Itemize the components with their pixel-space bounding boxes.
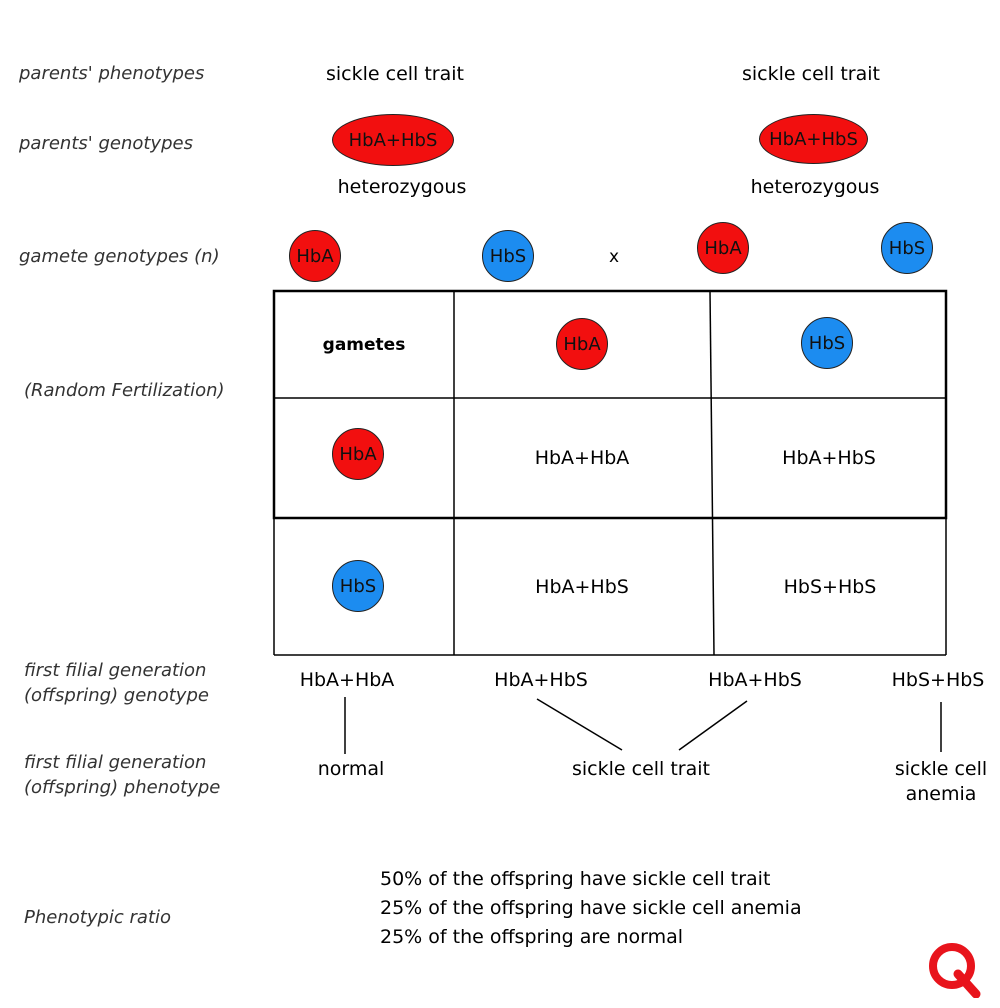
- connector-trait-right: [678, 700, 748, 751]
- label-f1-genotype-line2: (offspring) genotype: [24, 685, 209, 706]
- punnett-outer-frame: [272, 289, 948, 520]
- phenotype-normal: normal: [317, 758, 385, 780]
- punnett-cell-as-top: HbA+HbS: [782, 447, 876, 469]
- punnett-cell-as-bottom: HbA+HbS: [535, 575, 629, 598]
- label-random-fertilization: (Random Fertilization): [24, 380, 225, 401]
- offspring-genotype-1: HbA+HbA: [299, 669, 395, 691]
- phenotype-anemia-line1: sickle cell: [894, 758, 988, 780]
- label-f1-genotype-line1: first filial generation: [24, 660, 207, 681]
- offspring-genotype-4: HbS+HbS: [891, 669, 985, 691]
- label-parents-phenotypes: parents' phenotypes: [19, 63, 205, 84]
- q-logo-icon: [929, 943, 981, 998]
- phenotype-trait: sickle cell trait: [571, 758, 711, 780]
- gamete-p2-a: HbA: [697, 222, 749, 274]
- label-gamete-genotypes: gamete genotypes (n): [19, 246, 220, 267]
- gamete-p2-s: HbS: [881, 222, 933, 274]
- punnett-cell-aa: HbA+HbA: [534, 447, 630, 469]
- punnett-col-header-s: HbS: [801, 317, 853, 369]
- parent2-phenotype: sickle cell trait: [741, 63, 881, 85]
- ratio-line-3: 25% of the offspring are normal: [380, 926, 684, 948]
- offspring-genotype-3: HbA+HbS: [708, 669, 802, 691]
- parent1-genotype-oval: HbA+HbS: [332, 114, 454, 166]
- gamete-p1-a: HbA: [289, 230, 341, 282]
- label-parents-genotypes: parents' genotypes: [19, 133, 193, 154]
- label-f1-phenotype-line2: (offspring) phenotype: [24, 777, 221, 798]
- punnett-row-header-a: HbA: [332, 428, 384, 480]
- phenotype-anemia-line2: anemia: [905, 783, 977, 805]
- ratio-line-2: 25% of the offspring have sickle cell an…: [380, 897, 802, 919]
- parent2-zygosity: heterozygous: [750, 176, 880, 198]
- punnett-cell-ss: HbS+HbS: [783, 575, 877, 598]
- label-f1-phenotype-line1: first filial generation: [24, 752, 207, 773]
- parent1-zygosity: heterozygous: [337, 176, 467, 198]
- parent1-phenotype: sickle cell trait: [325, 63, 465, 85]
- punnett-col-header-a: HbA: [556, 318, 608, 370]
- connector-trait-left: [536, 698, 623, 751]
- gamete-p1-s: HbS: [482, 230, 534, 282]
- parent2-genotype-oval: HbA+HbS: [759, 114, 868, 164]
- ratio-line-1: 50% of the offspring have sickle cell tr…: [380, 868, 771, 890]
- label-phenotypic-ratio: Phenotypic ratio: [24, 907, 172, 928]
- cross-symbol: x: [608, 247, 620, 267]
- punnett-corner: gametes: [322, 334, 406, 355]
- offspring-genotype-2: HbA+HbS: [494, 669, 588, 691]
- punnett-row-header-s: HbS: [332, 560, 384, 612]
